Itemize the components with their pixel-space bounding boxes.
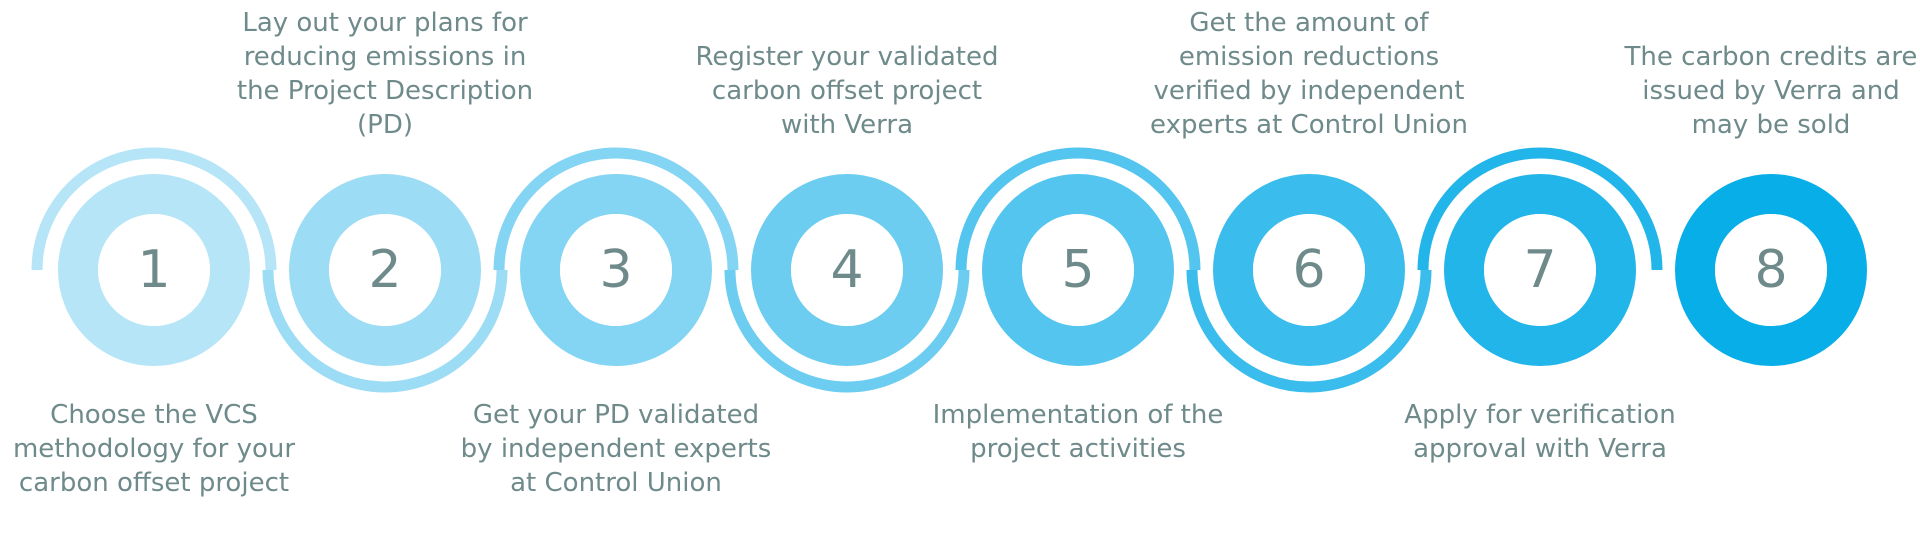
step-caption-6: Get the amount of emission reductions ve… (1150, 8, 1468, 140)
step-center-2 (329, 214, 441, 326)
step-center-4 (791, 214, 903, 326)
step-number-5: 5 (1061, 240, 1094, 300)
step-ring-2 (289, 174, 481, 366)
step-center-3 (560, 214, 672, 326)
step-number-8: 8 (1754, 240, 1787, 300)
connector-arcs (31, 147, 1663, 393)
connector-arc-7 (1417, 147, 1663, 271)
step-ring-5 (982, 174, 1174, 366)
step-caption-8: The carbon credits are issued by Verra a… (1624, 42, 1918, 140)
step-caption-1: Choose the VCS methodology for your carb… (12, 400, 296, 498)
step-number-2: 2 (368, 240, 401, 300)
step-caption-5: Implementation of the project activities (932, 400, 1224, 464)
step-center-7 (1484, 214, 1596, 326)
step-number-7: 7 (1523, 240, 1556, 300)
step-caption-4: Register your validated carbon offset pr… (695, 42, 999, 140)
step-ring-6 (1213, 174, 1405, 366)
step-ring-7 (1444, 174, 1636, 366)
connector-arc-5 (955, 147, 1201, 271)
step-ring-1 (58, 174, 250, 366)
step-center-5 (1022, 214, 1134, 326)
step-number-6: 6 (1292, 240, 1325, 300)
step-ring-4 (751, 174, 943, 366)
connector-arc-3 (493, 147, 739, 271)
step-number-3: 3 (599, 240, 632, 300)
connector-arc-2 (262, 269, 508, 393)
step-caption-7: Apply for verification approval with Ver… (1404, 400, 1676, 464)
connector-arc-4 (724, 269, 970, 393)
connector-arc-6 (1186, 269, 1432, 393)
step-center-1 (98, 214, 210, 326)
step-number-4: 4 (830, 240, 863, 300)
step-caption-3: Get your PD validated by independent exp… (460, 400, 772, 498)
step-rings: 1 2 3 4 5 6 7 8 (58, 174, 1867, 366)
step-caption-2: Lay out your plans for reducing emission… (236, 8, 534, 140)
step-ring-8 (1675, 174, 1867, 366)
step-number-1: 1 (137, 240, 170, 300)
connector-arc-1 (31, 147, 277, 271)
step-ring-3 (520, 174, 712, 366)
step-center-6 (1253, 214, 1365, 326)
step-center-8 (1715, 214, 1827, 326)
